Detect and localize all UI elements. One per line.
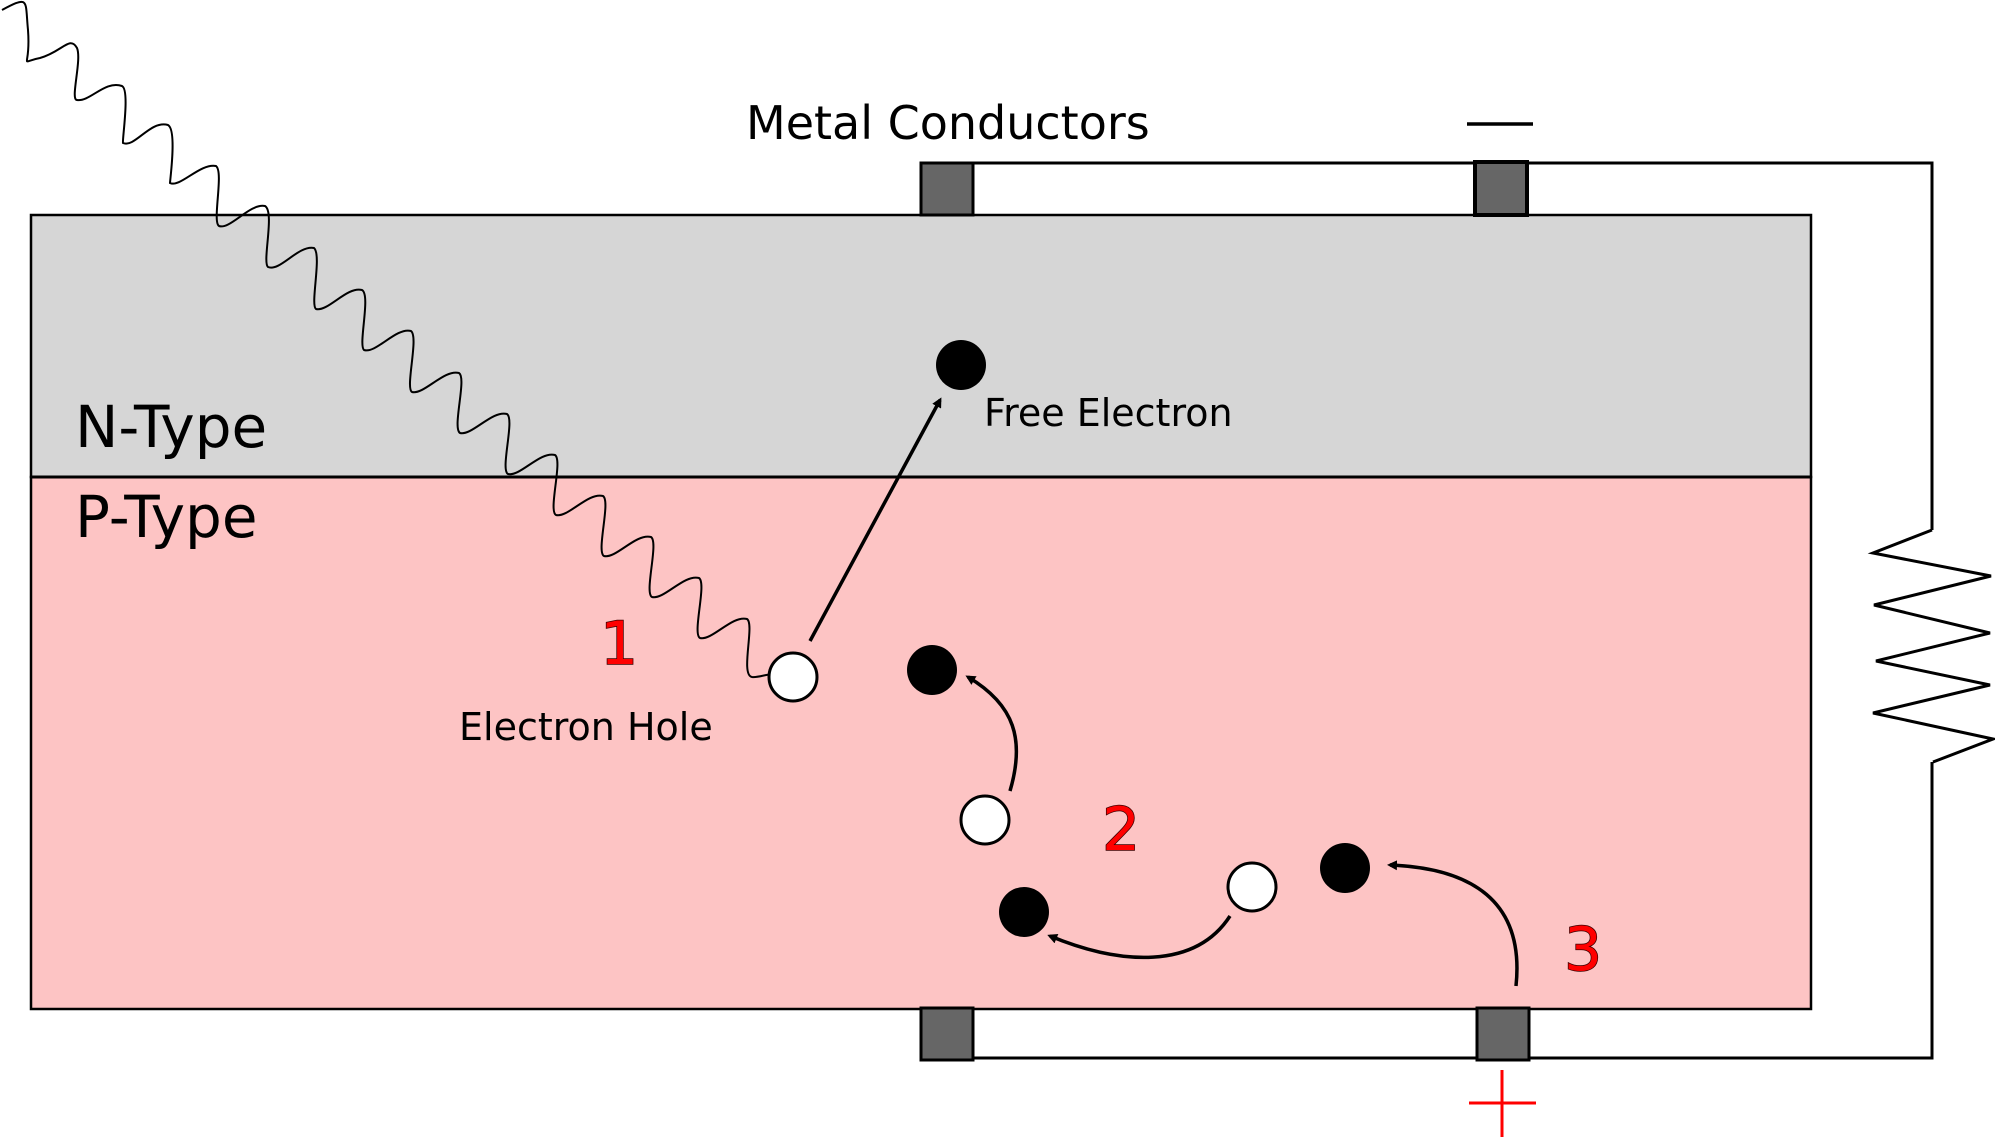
- metal-contact-bottom-left: [919, 1006, 975, 1062]
- free-electron: [936, 340, 986, 390]
- p-type-label: P-Type: [75, 483, 258, 551]
- electron-hole-1: [767, 651, 819, 703]
- circuit-wire-bottom: [973, 762, 1934, 1060]
- resistor-icon: [1867, 528, 1995, 764]
- metal-contact-bottom-right: [1475, 1006, 1531, 1062]
- step-1-number: 1: [600, 609, 638, 679]
- electron-excitation-arrow: [808, 397, 942, 642]
- metal-conductors-label: Metal Conductors: [746, 96, 1150, 150]
- hole-migration-arrow-2b: [1047, 915, 1232, 960]
- free-electron-label: Free Electron: [984, 391, 1233, 435]
- n-type-label: N-Type: [75, 393, 267, 461]
- step-2-number: 2: [1102, 795, 1140, 865]
- electron-hole-label: Electron Hole: [459, 705, 713, 749]
- electron-2b: [999, 887, 1049, 937]
- positive-terminal-icon: [1469, 1070, 1536, 1137]
- p-type-layer: [29, 475, 1813, 1011]
- metal-contact-top-right: [1473, 160, 1529, 217]
- step-3-number: 3: [1564, 915, 1602, 985]
- electron-2a: [907, 645, 957, 695]
- hole-migration-arrow-2a: [965, 675, 1019, 792]
- electron-hole-2b: [1226, 861, 1278, 913]
- electron-3: [1320, 843, 1370, 893]
- photon-wave-icon: [1, 0, 779, 679]
- circuit-wire-top: [973, 161, 1934, 530]
- electron-injection-arrow: [1387, 860, 1519, 987]
- electron-hole-2a: [959, 794, 1011, 846]
- metal-contact-top-left: [919, 161, 975, 217]
